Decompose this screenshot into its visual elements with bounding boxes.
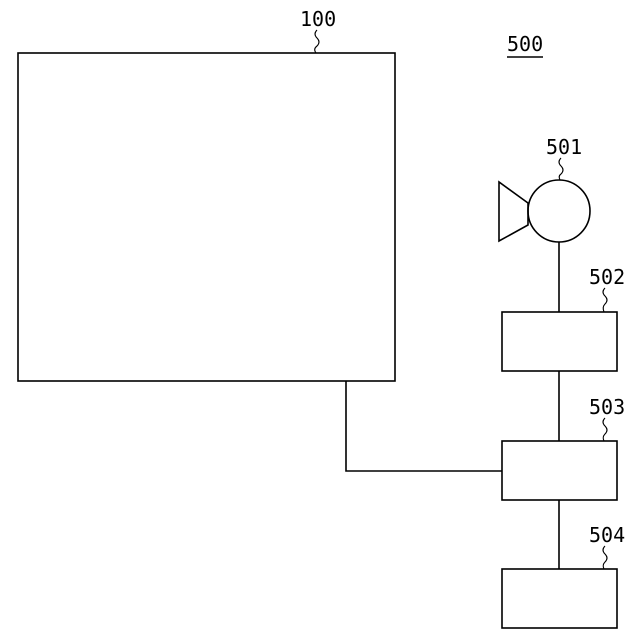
camera-body-trapezoid (499, 182, 528, 241)
block-504 (502, 569, 617, 628)
block-503-leader (603, 418, 607, 441)
main-unit-box (18, 53, 395, 381)
block-503-label: 503 (589, 395, 625, 419)
camera-lens-circle (528, 180, 590, 242)
block-502 (502, 312, 617, 371)
camera-label: 501 (546, 135, 582, 159)
main-unit-label: 100 (300, 7, 336, 31)
camera-icon (499, 180, 590, 242)
camera-leader (559, 158, 563, 180)
block-504-label: 504 (589, 523, 625, 547)
system-label: 500 (507, 32, 543, 56)
block-502-leader (603, 288, 607, 312)
main-unit-leader (315, 30, 319, 53)
block-502-label: 502 (589, 265, 625, 289)
block-504-leader (603, 546, 607, 569)
block-503 (502, 441, 617, 500)
wire-100-to-503 (346, 381, 502, 471)
